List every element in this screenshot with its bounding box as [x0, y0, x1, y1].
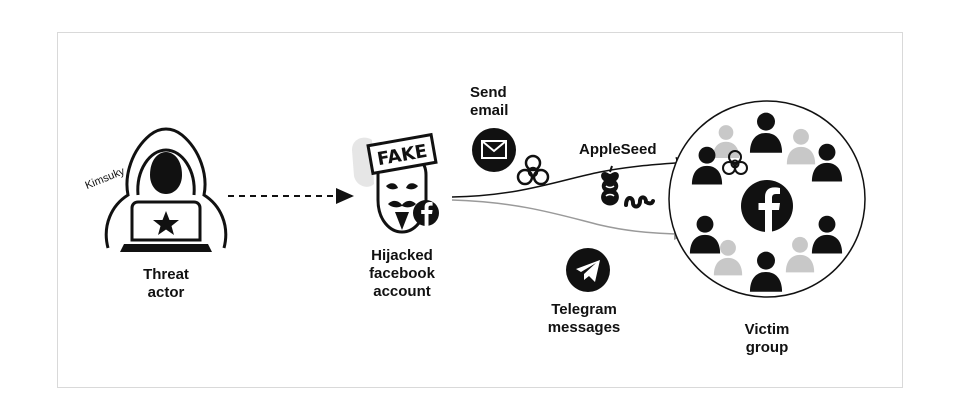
hijacked-label-line: account — [373, 283, 431, 300]
victim-group-label: Victim group — [730, 321, 804, 357]
appleseed-arrow — [451, 156, 690, 198]
send-email-label-line: Send — [470, 84, 507, 101]
telegram-label-line: Telegram — [551, 301, 617, 318]
victim-label-line: group — [745, 339, 789, 356]
hijacked-account-label: Hijacked facebook account — [356, 247, 448, 301]
fake-stamp: FAKE — [366, 132, 438, 176]
victim-label-line: Victim — [744, 321, 790, 338]
biohazard-icon — [516, 154, 550, 186]
worm-icon — [624, 195, 655, 209]
biohazard-icon — [722, 150, 748, 175]
apple-core-icon — [601, 165, 619, 206]
threat-actor-label: Threat actor — [126, 266, 206, 302]
hijacked-label-line: Hijacked — [371, 247, 433, 264]
hooded-hacker-icon — [104, 127, 228, 252]
hijacked-label-line: facebook — [369, 265, 435, 282]
telegram-arrow — [451, 199, 688, 240]
appleseed-label: AppleSeed — [579, 141, 657, 158]
telegram-messages-label: Telegram messages — [538, 301, 630, 337]
send-email-label: Send email — [470, 84, 526, 120]
threat-actor-label-line: Threat — [143, 266, 189, 283]
facebook-icon — [741, 180, 793, 232]
facebook-icon — [413, 200, 439, 226]
telegram-icon — [566, 248, 610, 292]
threat-actor-label-line: actor — [147, 284, 185, 301]
envelope-icon — [472, 128, 516, 172]
anonymous-mask-icon — [352, 137, 428, 234]
telegram-label-line: messages — [547, 319, 621, 336]
send-email-label-line: email — [470, 102, 509, 119]
